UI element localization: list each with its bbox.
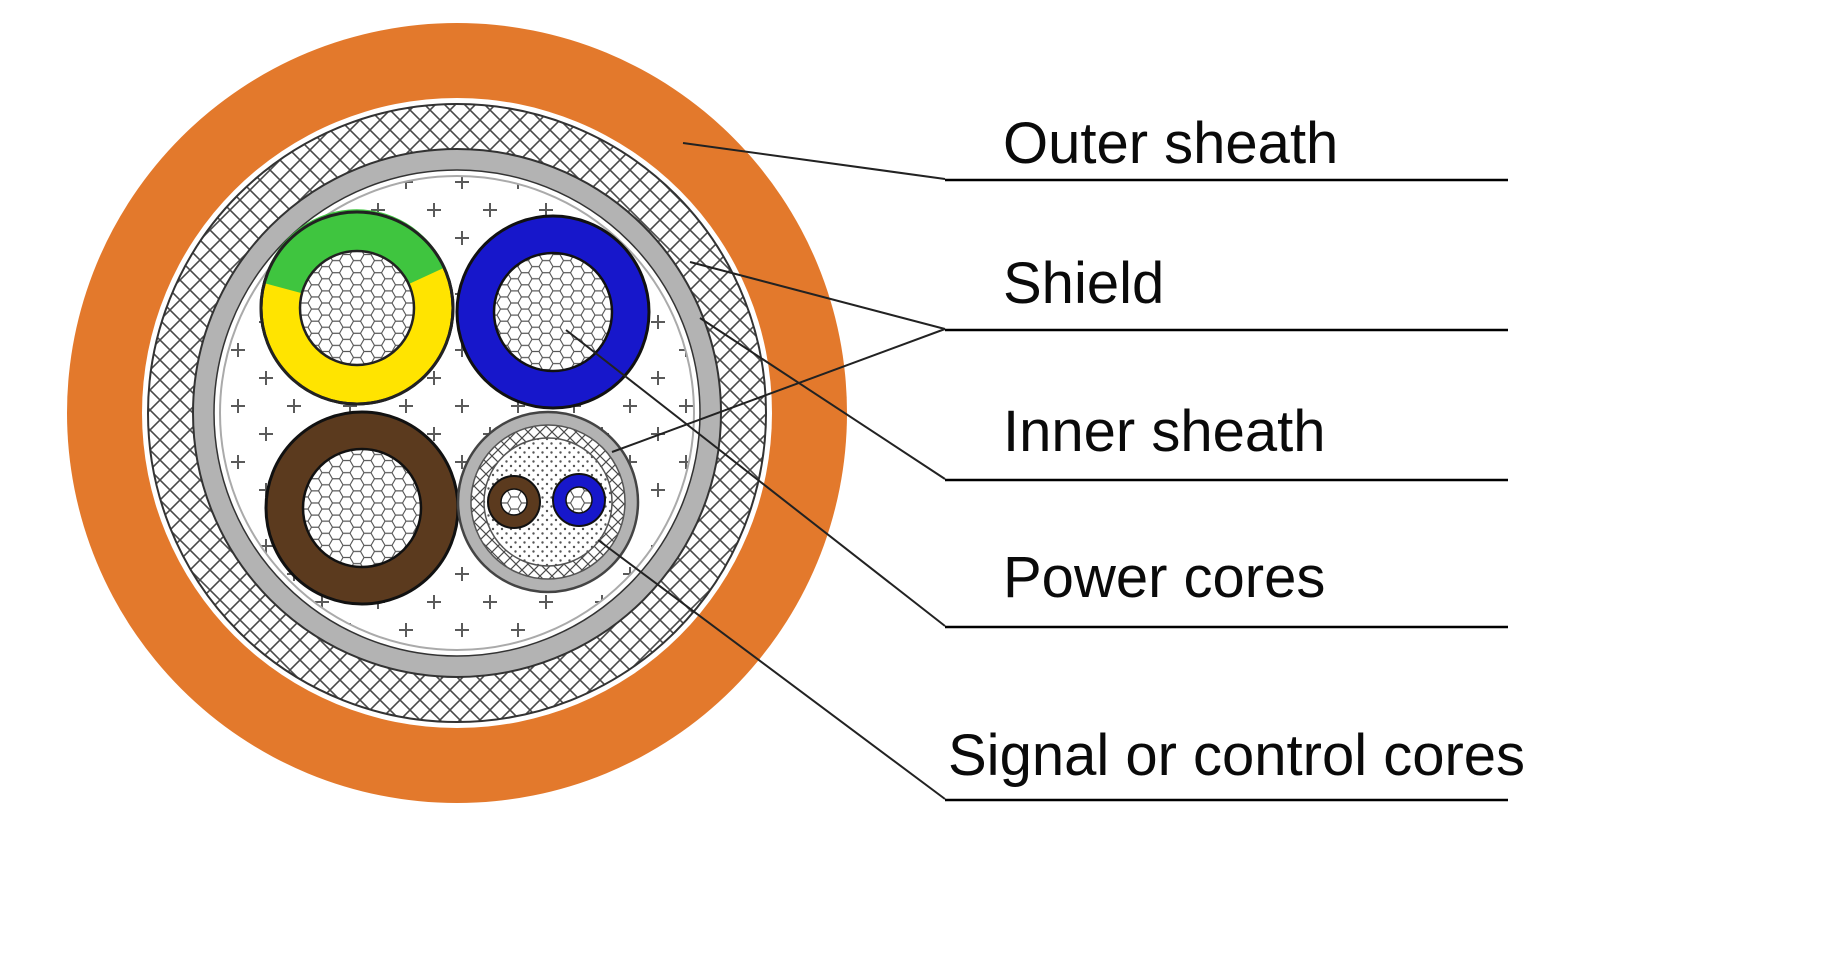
cable — [67, 23, 847, 803]
label-underlines — [945, 178, 1508, 802]
leader-shield-subcable — [611, 328, 946, 453]
label-outer-sheath: Outer sheath — [1003, 111, 1339, 176]
power-core-brown-conductor — [301, 447, 423, 569]
label-inner-sheath: Inner sheath — [1003, 399, 1326, 464]
earth-core — [259, 209, 455, 406]
power-core-brown — [264, 410, 460, 606]
signal-core-brown-conductor — [500, 488, 528, 516]
earth-core-conductor — [298, 249, 416, 367]
signal-core-blue-conductor — [565, 486, 593, 514]
leader-lines — [565, 142, 946, 800]
leader-signal-cores — [597, 539, 946, 800]
leader-power-cores — [565, 329, 946, 627]
power-core-blue — [455, 214, 651, 410]
label-power-cores: Power cores — [1003, 545, 1326, 610]
leader-outer-sheath — [682, 142, 946, 180]
power-core-blue-conductor — [492, 251, 614, 373]
signal-core-blue — [552, 473, 606, 527]
label-shield: Shield — [1003, 251, 1165, 316]
subcable-filler — [483, 437, 613, 567]
label-signal-cores: Signal or control cores — [948, 723, 1526, 788]
signal-core-brown — [487, 475, 541, 529]
signal-subcable — [456, 410, 640, 594]
earth-core-outline — [259, 210, 455, 406]
leader-shield-main — [689, 261, 946, 330]
leader-inner-sheath — [699, 317, 946, 480]
